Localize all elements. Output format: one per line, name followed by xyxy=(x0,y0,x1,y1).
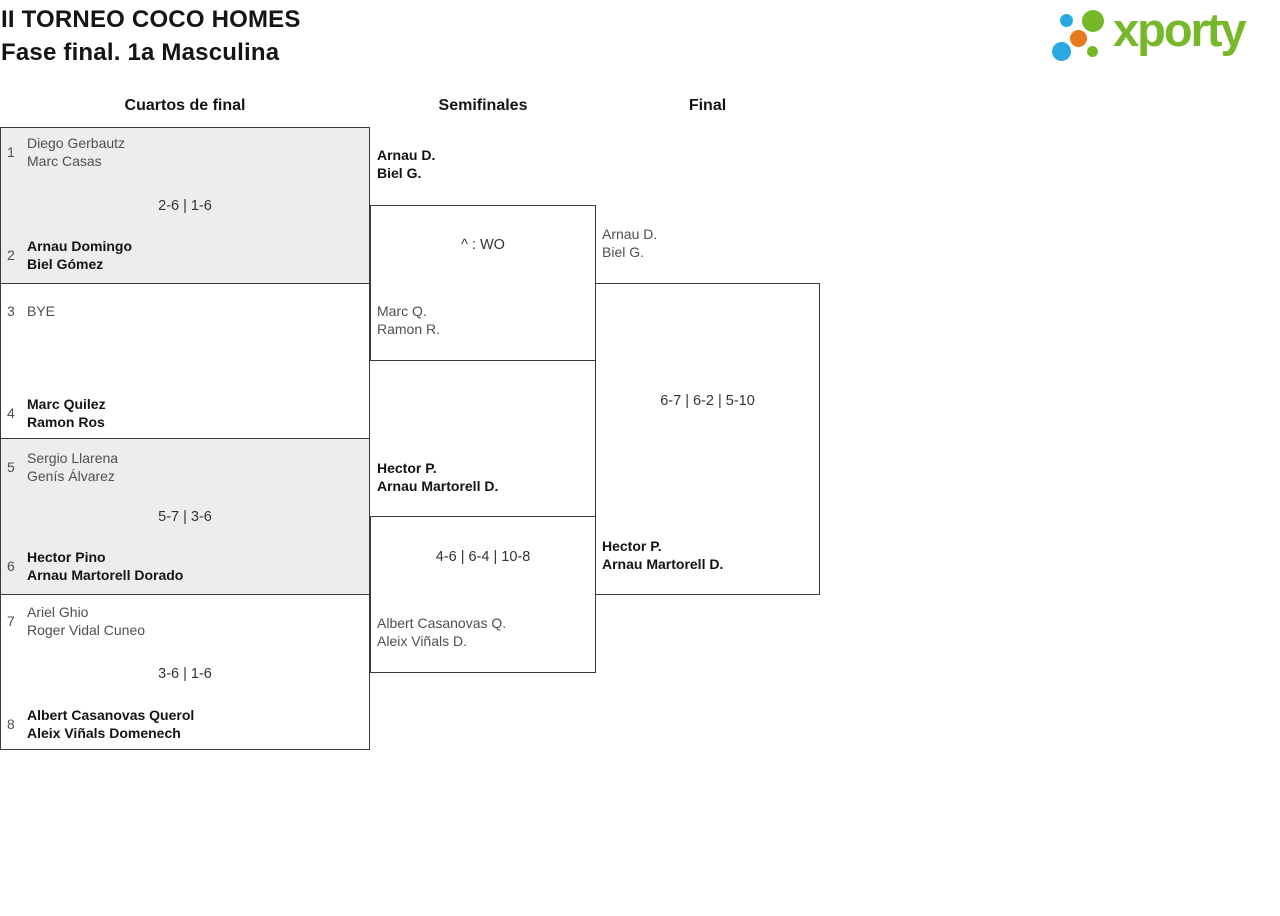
logo-dot-green-large-icon xyxy=(1082,10,1104,32)
round-header-quarterfinals: Cuartos de final xyxy=(124,97,246,114)
logo-dot-blue-small-icon xyxy=(1060,14,1073,27)
xporty-logo[interactable]: xporty xyxy=(1045,0,1280,70)
seed-number: 6 xyxy=(7,558,15,574)
seed-number: 1 xyxy=(7,144,15,160)
match-box-qf2 xyxy=(0,283,370,439)
logo-dot-blue-large-icon xyxy=(1052,42,1071,61)
logo-wordmark: xporty xyxy=(1113,3,1247,56)
participant-sf1-bottom: Marc Q.Ramon R. xyxy=(377,303,441,337)
round-header-semifinals: Semifinales xyxy=(438,97,528,114)
seed-number: 2 xyxy=(7,247,15,263)
participant-final-bottom: Hector P.Arnau Martorell D. xyxy=(602,538,724,572)
participant-sf1-top: Arnau D.Biel G. xyxy=(377,147,436,181)
seed-number: 5 xyxy=(7,459,15,475)
participant-sf2-bottom: Albert Casanovas Q.Aleix Viñals D. xyxy=(377,615,507,649)
page-title: II TORNEO COCO HOMES Fase final. 1a Masc… xyxy=(1,3,301,69)
match-score-qf3: 5-7 | 3-6 xyxy=(158,509,212,525)
participant-qf2-top: 3 BYE xyxy=(7,303,56,319)
logo-dot-green-small-icon xyxy=(1087,46,1098,57)
seed-number: 3 xyxy=(7,303,15,319)
match-score-qf4: 3-6 | 1-6 xyxy=(158,666,212,682)
match-box-qf4 xyxy=(0,594,370,750)
round-header-final: Final xyxy=(688,97,727,114)
match-score-final: 6-7 | 6-2 | 5-10 xyxy=(660,393,755,409)
match-box-final xyxy=(595,283,820,595)
seed-number: 4 xyxy=(7,405,15,421)
match-score-sf1: ^ : WO xyxy=(461,237,505,253)
seed-number: 7 xyxy=(7,613,15,629)
phase-name: Fase final. 1a Masculina xyxy=(1,39,280,66)
match-box-qf1 xyxy=(0,127,370,284)
match-score-qf1: 2-6 | 1-6 xyxy=(158,198,212,214)
logo-dot-orange-icon xyxy=(1070,30,1087,47)
tournament-name: II TORNEO COCO HOMES xyxy=(1,6,301,33)
participant-final-top: Arnau D.Biel G. xyxy=(602,226,658,260)
seed-number: 8 xyxy=(7,716,15,732)
match-score-sf2: 4-6 | 6-4 | 10-8 xyxy=(435,549,531,565)
participant-sf2-top: Hector P.Arnau Martorell D. xyxy=(377,460,499,494)
